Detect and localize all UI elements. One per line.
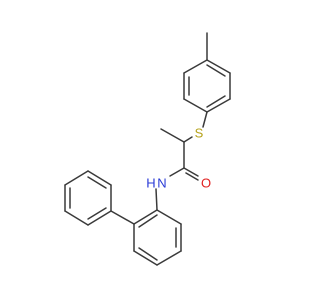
alpha-methyl-bond bbox=[160, 128, 185, 143]
sulfur-atom-label: S bbox=[195, 126, 204, 141]
ring-inner-double-bond bbox=[138, 247, 158, 261]
ring-inner-double-bond bbox=[87, 176, 107, 189]
ring-bond bbox=[183, 59, 208, 74]
ring-bond bbox=[64, 170, 89, 186]
ring-bond bbox=[206, 98, 231, 113]
chemical-structure-diagram: S N H O bbox=[64, 32, 231, 266]
ring-bond bbox=[133, 209, 158, 225]
oxygen-atom-label: O bbox=[201, 176, 211, 191]
ring-inner-double-bond bbox=[206, 95, 226, 108]
biaryl-bond bbox=[110, 210, 135, 225]
ring-bond bbox=[87, 210, 112, 226]
nitrogen-atom-label: N bbox=[157, 176, 166, 191]
ring-bond bbox=[156, 250, 182, 266]
tolyl-ring bbox=[183, 32, 231, 113]
ring-bond bbox=[64, 210, 89, 226]
ring-inner-double-bond bbox=[87, 207, 107, 220]
carbonyl-double-bond bbox=[183, 167, 199, 177]
ring-inner-double-bond bbox=[206, 64, 226, 77]
aniline-ring bbox=[133, 209, 182, 266]
amide-chain bbox=[155, 111, 208, 211]
ring-bond bbox=[133, 250, 158, 266]
ring-to-sulfur-bond bbox=[202, 111, 208, 128]
sulfur-to-alpha-carbon-bond bbox=[183, 136, 193, 143]
nitrogen-to-ring-bond bbox=[155, 188, 158, 211]
ring-bond bbox=[206, 59, 231, 74]
ring-bond bbox=[156, 209, 182, 225]
ring-bond bbox=[87, 170, 112, 186]
ring-inner-double-bond bbox=[138, 214, 158, 228]
carbonyl-double-bond bbox=[185, 172, 199, 181]
amide-hydrogen-label: H bbox=[146, 176, 155, 191]
ring-bond bbox=[183, 98, 208, 113]
carbonyl-to-nitrogen-bond bbox=[169, 167, 185, 177]
phenyl-ring bbox=[64, 170, 112, 226]
